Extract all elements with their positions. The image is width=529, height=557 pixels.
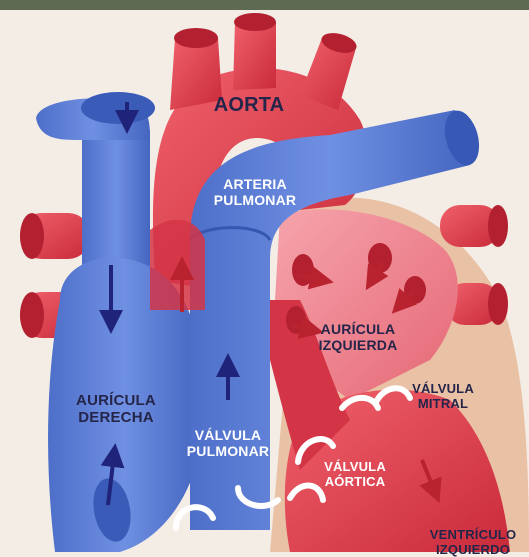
label-aortic-valve-line1: VÁLVULA: [313, 460, 397, 475]
label-mitral-valve-line2: MITRAL: [400, 397, 486, 412]
label-left-ventricle: VENTRÍCULO IZQUIERDO: [418, 528, 528, 557]
label-aortic-valve: VÁLVULA AÓRTICA: [313, 460, 397, 489]
label-mitral-valve-line1: VÁLVULA: [400, 382, 486, 397]
top-band: [0, 0, 529, 10]
label-pulmonary-valve: VÁLVULA PULMONAR: [178, 428, 278, 459]
label-left-ventricle-line2: IZQUIERDO: [418, 543, 528, 557]
label-right-atrium-line2: DERECHA: [66, 410, 166, 427]
label-pulmonary-artery: ARTERIA PULMONAR: [200, 177, 310, 208]
label-pulmonary-valve-line2: PULMONAR: [178, 444, 278, 460]
label-right-atrium-line1: AURÍCULA: [66, 393, 166, 410]
label-left-atrium-line1: AURÍCULA: [308, 322, 408, 338]
label-pulmonary-artery-line1: ARTERIA: [200, 177, 310, 193]
label-mitral-valve: VÁLVULA MITRAL: [400, 382, 486, 411]
label-left-atrium-line2: IZQUIERDA: [308, 338, 408, 354]
label-left-atrium: AURÍCULA IZQUIERDA: [308, 322, 408, 353]
aorta-front: [150, 220, 205, 310]
label-right-atrium: AURÍCULA DERECHA: [66, 393, 166, 427]
label-aortic-valve-line2: AÓRTICA: [313, 475, 397, 490]
label-left-ventricle-line1: VENTRÍCULO: [418, 528, 528, 543]
label-pulmonary-valve-line1: VÁLVULA: [178, 428, 278, 444]
label-pulmonary-artery-line2: PULMONAR: [200, 193, 310, 209]
label-aorta: AORTA: [204, 94, 294, 116]
